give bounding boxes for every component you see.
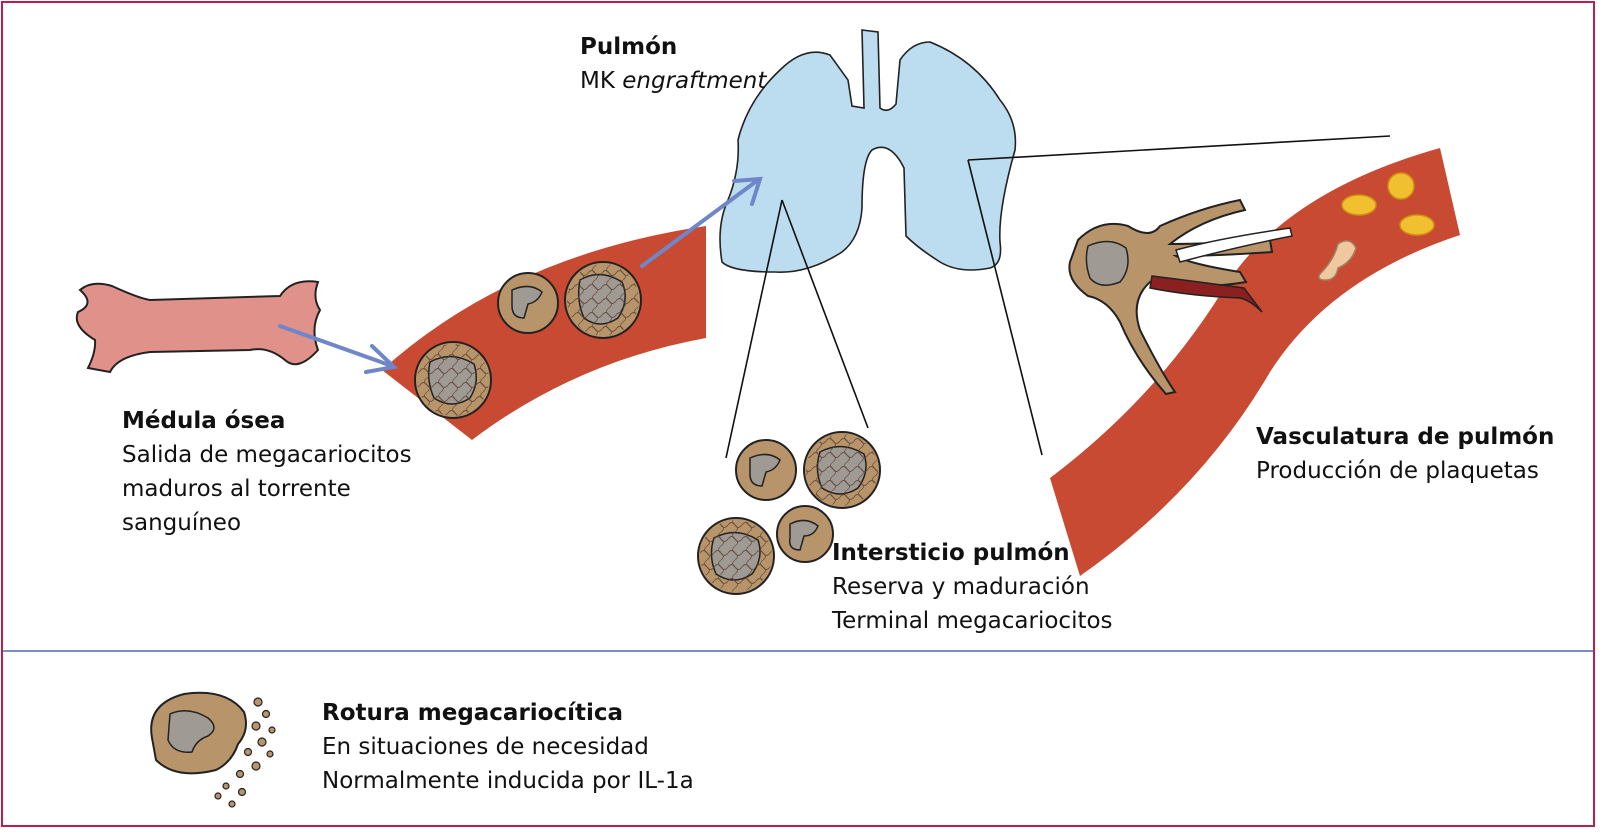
marrow-label: Médula ósea Salida de megacariocitos mad… [122,404,412,540]
megakaryocyte-interstitium-mature-1 [803,431,881,509]
zoom-line-right-a [967,135,1391,161]
zoom-line-left-a [725,199,783,459]
interstitium-title: Intersticio pulmón [832,540,1070,566]
ruptured-megakaryocyte [150,691,276,808]
lung-subtitle-italic: engraftment [622,68,767,94]
marrow-title: Médula ósea [122,408,286,434]
vasculature-label: Vasculatura de pulmón Producción de plaq… [1256,420,1554,488]
lung-subtitle: MK engraftment [580,64,766,98]
marrow-line-3: sanguíneo [122,510,242,536]
megakaryocyte-interstitium-mature-2 [697,517,775,595]
rupture-title: Rotura megacariocítica [322,700,624,726]
rupture-line-2: Normalmente inducida por IL-1a [322,768,694,794]
vasculature-title: Vasculatura de pulmón [1256,424,1555,450]
marrow-line-1: Salida de megacariocitos [122,442,412,468]
bone-shape [75,280,322,374]
interstitium-line-2: Terminal megacariocitos [832,608,1113,634]
lung-subtitle-prefix: MK [580,68,623,94]
proplatelet-fragment [1318,240,1357,281]
platelet-1 [1387,172,1415,200]
zoom-line-right-b [967,159,1043,456]
megakaryocyte-mature-vessel-2 [414,341,492,419]
section-divider [3,650,1593,652]
platelet-2 [1341,194,1377,216]
platelet-3 [1399,214,1435,236]
megakaryocyte-mature-vessel-1 [564,261,642,339]
interstitium-label: Intersticio pulmón Reserva y maduración … [832,536,1113,638]
megakaryocyte-interstitium-small-1 [735,439,797,501]
lung-shape [719,29,1017,273]
marrow-line-2: maduros al torrente [122,476,351,502]
megakaryocyte-interstitium-small-2 [776,505,834,563]
arrow-vessel-to-lung [640,176,763,268]
arrow-marrow-to-vessel [278,324,399,374]
vasculature-line-1: Producción de plaquetas [1256,458,1539,484]
zoom-line-left-b [781,199,869,429]
megakaryocyte-small-vessel [497,272,559,334]
blood-vessel-lung [1050,148,1460,576]
lung-title: Pulmón [580,34,678,60]
interstitium-line-1: Reserva y maduración [832,574,1090,600]
proplatelet-forming-megakaryocyte [1068,198,1293,396]
rupture-label: Rotura megacariocítica En situaciones de… [322,696,694,798]
rupture-line-1: En situaciones de necesidad [322,734,649,760]
lung-label: Pulmón MK engraftment [580,30,766,98]
